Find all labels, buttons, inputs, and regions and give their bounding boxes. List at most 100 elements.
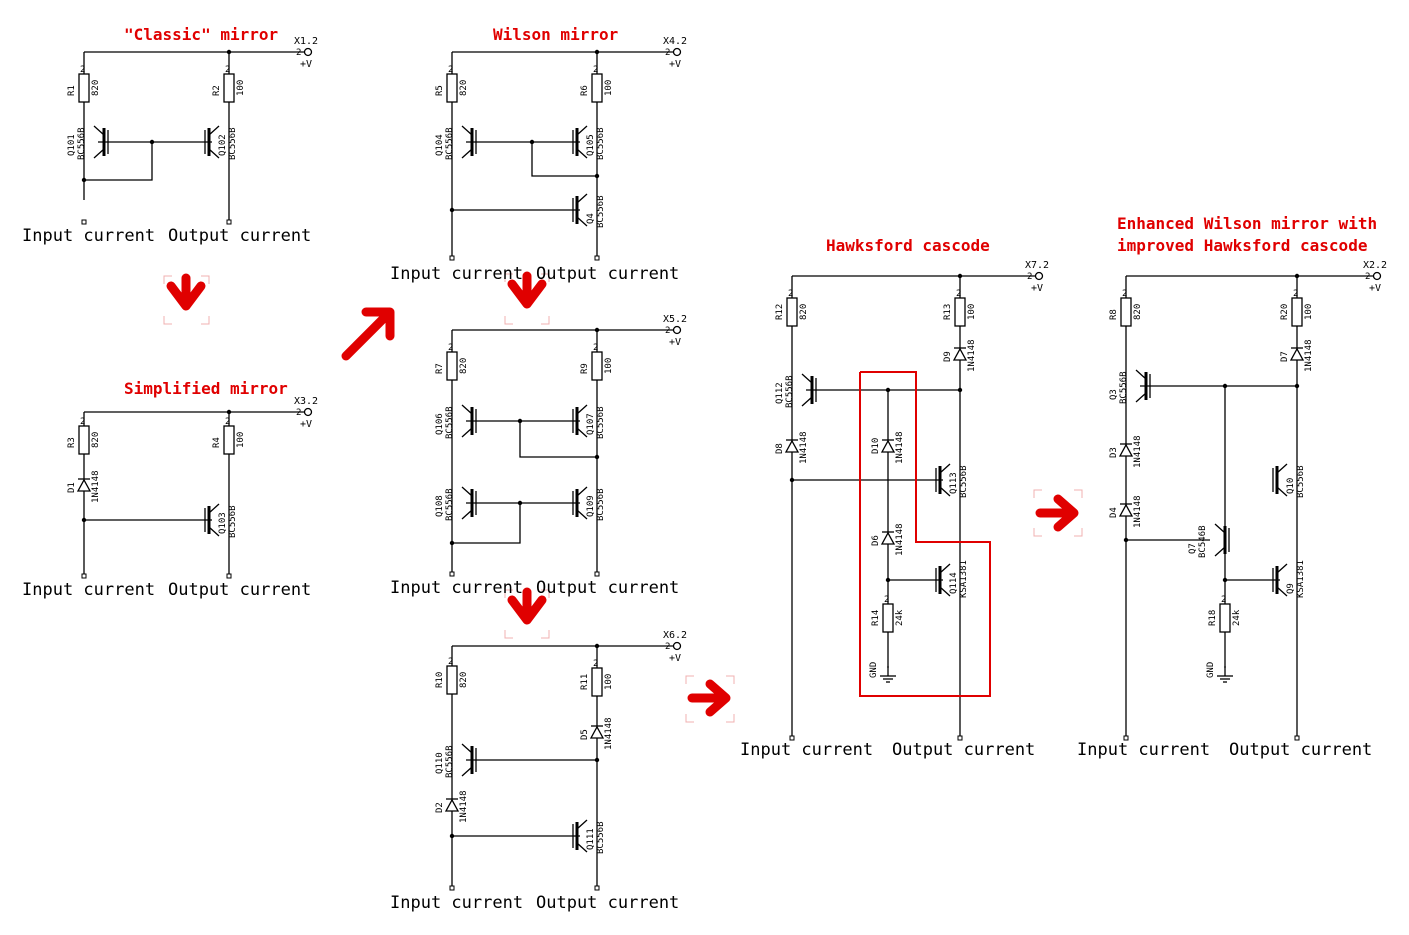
transistor-collector: [208, 148, 220, 159]
resistor-ref: R2: [212, 85, 222, 96]
resistor-pin: 2: [884, 595, 889, 605]
junction-dot: [517, 500, 523, 506]
simplified-output-label: Output current: [168, 580, 312, 600]
transistor-ref: Q114: [949, 572, 959, 594]
transistor-collector: [461, 427, 473, 438]
wire: [84, 142, 153, 181]
wire: [531, 142, 597, 177]
components: [76, 47, 1382, 891]
junction-dot: [1294, 383, 1300, 389]
wilson-output-label: Output current: [536, 264, 680, 284]
supply-label: +V: [669, 653, 681, 664]
supply-label: +V: [1031, 283, 1043, 294]
resistor-ref: R12: [775, 304, 785, 320]
highlight-box: [859, 371, 991, 697]
supply-label: +V: [300, 419, 312, 430]
selection-bracket: [163, 275, 210, 325]
classic-input-label: Input current: [22, 226, 156, 246]
diode: [880, 439, 896, 453]
resistor-pin: 2: [593, 343, 598, 353]
diode-part: 1N4148: [967, 339, 977, 372]
resistor-ref: R20: [1280, 304, 1290, 320]
wire: [452, 503, 521, 544]
terminal: [449, 571, 455, 577]
connector-pin: 2: [665, 326, 670, 336]
transistor-emitter: [93, 125, 105, 136]
junction-dot: [517, 418, 523, 424]
transistor-collector: [576, 148, 588, 159]
wires: [83, 51, 1374, 886]
terminal: [226, 219, 232, 225]
junction-dot: [594, 643, 600, 649]
diode-part: 1N4148: [895, 523, 905, 556]
transistor-part: BC556B: [228, 127, 238, 160]
transistor-collector: [576, 842, 588, 853]
resistor: [78, 73, 90, 103]
connector-pin: 2: [296, 48, 301, 58]
transistor-collector: [939, 586, 951, 597]
gnd-label: GND: [869, 662, 879, 678]
junction-dot: [1222, 383, 1228, 389]
resistor-ref: R9: [580, 363, 590, 374]
transistor-collector: [461, 766, 473, 777]
hawksford-output-label: Output current: [892, 740, 1036, 760]
diode-ref: D3: [1109, 447, 1119, 458]
resistor-ref: R4: [212, 437, 222, 448]
diode-part: 1N4148: [459, 790, 469, 823]
connector-pin: 2: [665, 48, 670, 58]
transistor-ref: Q113: [949, 472, 959, 494]
transistor-emitter: [939, 563, 951, 574]
resistor-ref: R14: [871, 610, 881, 626]
resistor-pin: 2: [80, 65, 85, 75]
resistor-ref: R10: [435, 672, 445, 688]
resistor-pin: 2: [448, 65, 453, 75]
enhanced-wilson-title-line2: improved Hawksford cascode: [1117, 236, 1368, 255]
diode: [1118, 443, 1134, 457]
connector-ref: X7.2: [1025, 260, 1049, 271]
terminal: [81, 573, 87, 579]
resistor: [78, 425, 90, 455]
classic-mirror-title: "Classic" mirror: [124, 25, 279, 44]
transistor-emitter: [1276, 563, 1288, 574]
connector-pin: 2: [1365, 272, 1370, 282]
wilson-cascade-output-label: Output current: [536, 578, 680, 598]
supply-connector: [672, 47, 682, 57]
transistor-part: BC556B: [445, 406, 455, 439]
transistor-part: BC556B: [1296, 465, 1306, 498]
diode: [1289, 347, 1305, 361]
transistor-emitter: [461, 404, 473, 415]
resistor-pin: 2: [80, 417, 85, 427]
flow-arrow-diagonal: [361, 307, 395, 341]
supply-label: +V: [669, 337, 681, 348]
junction-dot: [1123, 537, 1129, 543]
enhanced-wilson-title-line1: Enhanced Wilson mirror with: [1117, 214, 1378, 233]
junction-dot: [81, 517, 87, 523]
diode: [952, 347, 968, 361]
junction-dot: [1294, 273, 1300, 279]
diode: [589, 725, 605, 739]
resistor-ref: R3: [67, 437, 77, 448]
junction-dot: [789, 477, 795, 483]
transistor-part: BC556B: [1119, 371, 1129, 404]
simplified-input-label: Input current: [22, 580, 156, 600]
supply-label: +V: [300, 59, 312, 70]
resistor-ref: R18: [1208, 610, 1218, 626]
transistor-part: BC556B: [228, 505, 238, 538]
supply-connector: [1034, 271, 1044, 281]
junction-dot: [885, 387, 891, 393]
selection-bracket: [504, 589, 550, 639]
resistor-ref: R5: [435, 85, 445, 96]
resistor-value: 820: [459, 80, 469, 96]
diode-ref: D8: [775, 443, 785, 454]
resistor: [223, 73, 235, 103]
diode-part: 1N4148: [1304, 339, 1314, 372]
junction-dot: [149, 139, 155, 145]
resistor: [591, 351, 603, 381]
junction-dot: [226, 409, 232, 415]
diode-ref: D5: [580, 729, 590, 740]
terminal: [449, 255, 455, 261]
simplified-mirror-title: Simplified mirror: [124, 379, 288, 398]
transistor-ref: Q104: [435, 134, 445, 156]
enhanced-input-label: Input current: [1077, 740, 1211, 760]
resistor-value: 820: [799, 304, 809, 320]
